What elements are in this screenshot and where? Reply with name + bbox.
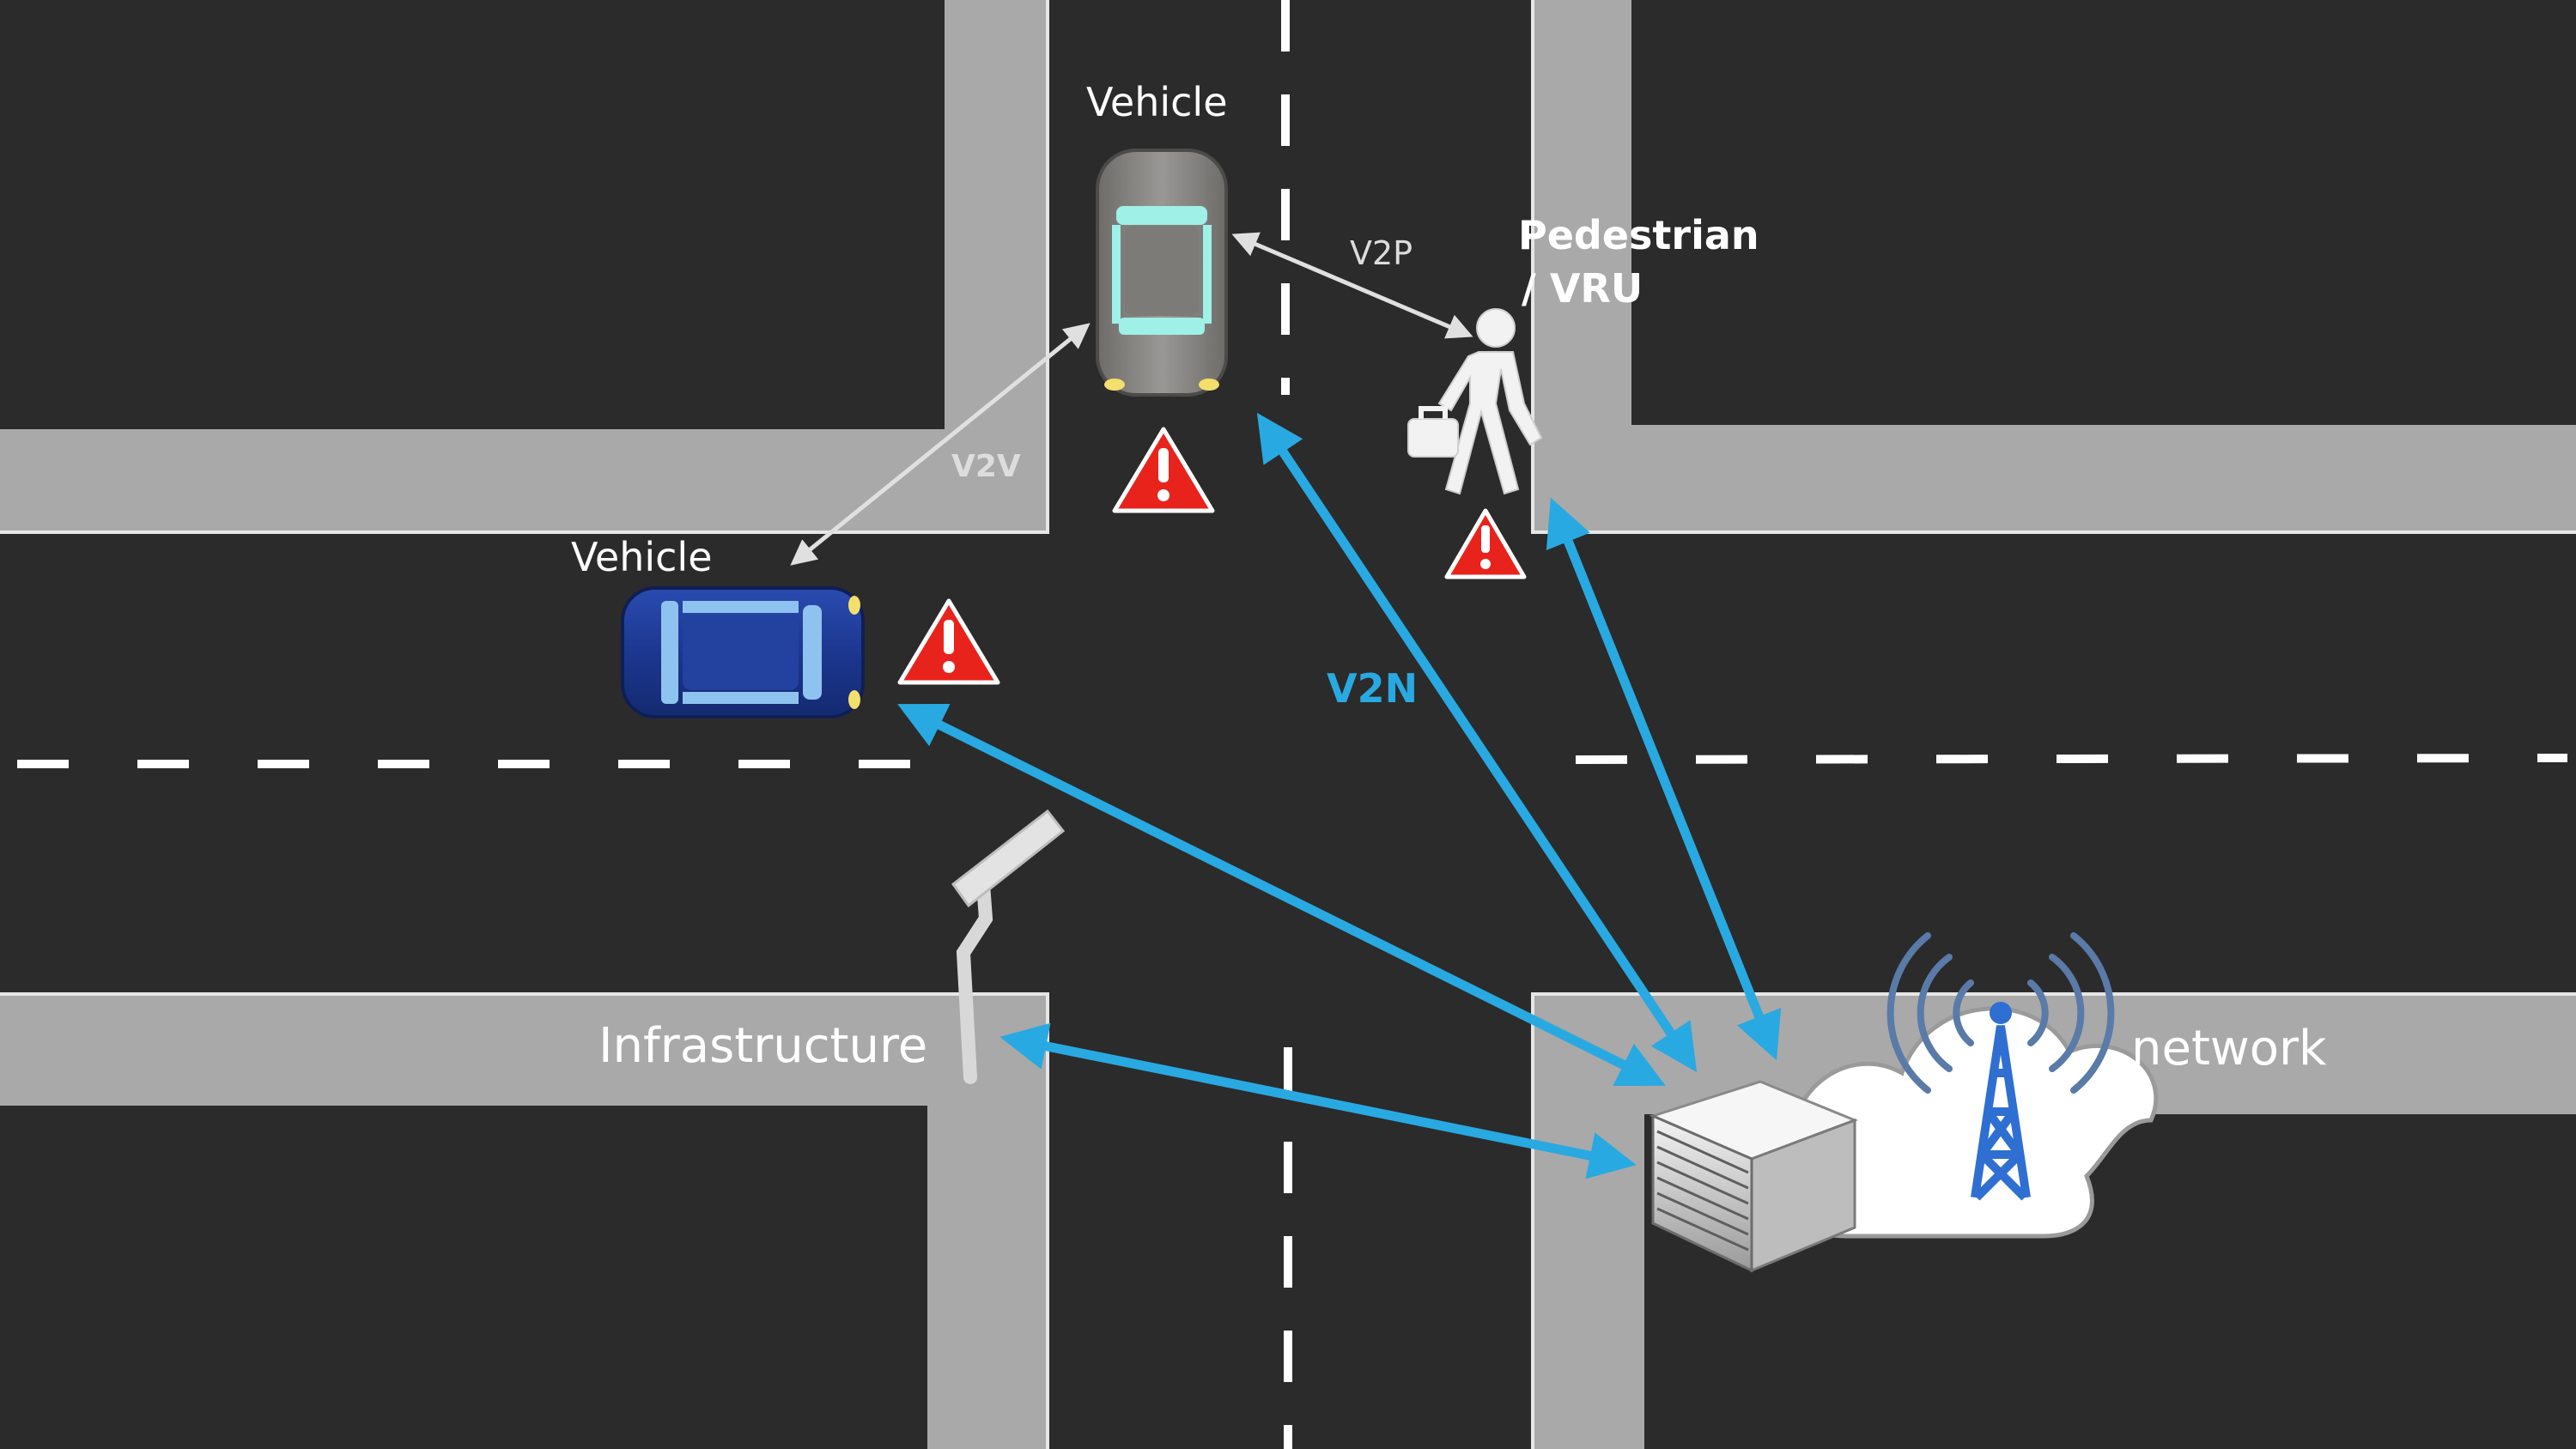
sidewalk-tl-horizontal <box>0 429 1048 532</box>
network-label: network <box>2131 1021 2327 1076</box>
cell-tower-icon <box>1886 932 2115 1201</box>
vehicle-top-label: Vehicle <box>1086 79 1228 125</box>
v2p-link <box>1231 232 1473 339</box>
center-line-right <box>1575 754 2568 764</box>
v2n-links <box>897 412 1782 1179</box>
v2v-label: V2V <box>951 449 1021 484</box>
warning-triangle-icon <box>1444 508 1527 579</box>
v2n-link-left-vehicle <box>897 703 1666 1087</box>
v2v-link <box>790 323 1091 566</box>
vehicle-top-car <box>1096 149 1228 397</box>
warning-triangle-icon <box>897 598 1000 685</box>
v2p-label: V2P <box>1350 234 1413 272</box>
pedestrian-label-line1: Pedestrian <box>1518 212 1759 258</box>
street-light-icon <box>951 809 1066 1084</box>
pedestrian-icon <box>1407 308 1543 495</box>
infrastructure-label: Infrastructure <box>598 1018 927 1074</box>
v2n-label: V2N <box>1327 665 1418 712</box>
vehicle-left-label: Vehicle <box>571 534 713 580</box>
vehicle-left-car <box>621 586 865 718</box>
v2n-link-infrastructure <box>999 1022 1637 1179</box>
sidewalk-bl-vertical <box>927 994 1048 1449</box>
server-icon <box>1649 1080 1859 1273</box>
pedestrian-label-line2: / VRU <box>1522 265 1643 312</box>
sidewalk-tr-horizontal <box>1533 425 2576 532</box>
sidewalk-bl-horizontal <box>0 994 1048 1106</box>
warning-triangle-icon <box>1112 427 1215 513</box>
